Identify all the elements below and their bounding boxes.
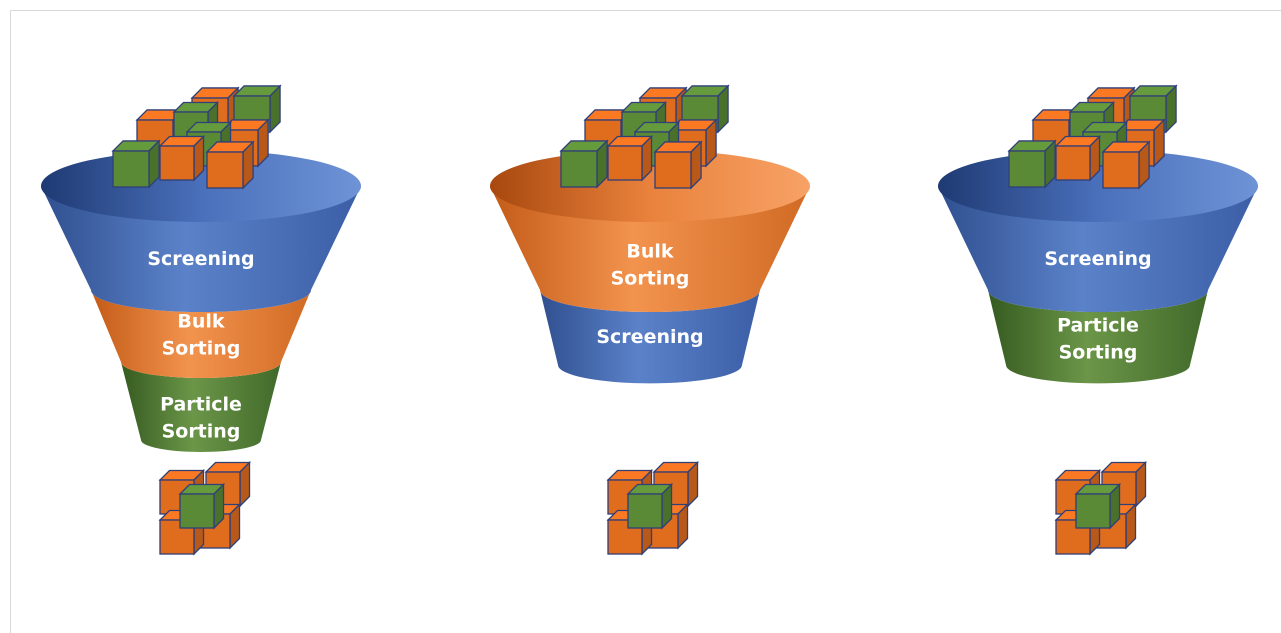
green-cube bbox=[559, 139, 609, 189]
orange-cube bbox=[653, 140, 703, 190]
cube-front-face bbox=[654, 151, 692, 189]
label-line: Bulk bbox=[626, 241, 674, 263]
orange-cube bbox=[1101, 140, 1151, 190]
cube-front-face bbox=[112, 150, 150, 188]
funnel-segment-label: Screening bbox=[147, 248, 254, 270]
label-line: Sorting bbox=[162, 421, 241, 443]
green-cube bbox=[111, 139, 161, 189]
green-cube bbox=[1007, 139, 1057, 189]
funnel-segment-screening: Screening bbox=[41, 186, 361, 312]
funnel-band bbox=[988, 290, 1208, 384]
green-cube bbox=[178, 482, 226, 530]
cube-front-face bbox=[1008, 150, 1046, 188]
funnel-band bbox=[121, 362, 281, 452]
orange-cube bbox=[606, 134, 654, 182]
orange-cube bbox=[158, 134, 206, 182]
orange-cube bbox=[205, 140, 255, 190]
funnel-segment-screening: Screening bbox=[540, 290, 760, 384]
cube-front-face bbox=[607, 145, 643, 181]
cube-front-face bbox=[1102, 151, 1140, 189]
cube-front-face bbox=[627, 493, 663, 529]
green-cube bbox=[1074, 482, 1122, 530]
funnel-band bbox=[938, 186, 1258, 312]
funnel-band bbox=[91, 290, 311, 378]
label-line: Sorting bbox=[162, 338, 241, 360]
label-line: Particle bbox=[160, 394, 242, 416]
label-line: Sorting bbox=[1059, 342, 1138, 364]
green-cube bbox=[626, 482, 674, 530]
funnel-segment-screening: Screening bbox=[938, 186, 1258, 312]
label-line: Sorting bbox=[611, 268, 690, 290]
label-line: Screening bbox=[596, 326, 703, 348]
label-line: Bulk bbox=[177, 311, 225, 333]
sorted-cubes-icon bbox=[1054, 460, 1148, 556]
label-line: Screening bbox=[147, 248, 254, 270]
funnel-band bbox=[41, 186, 361, 312]
funnel-band bbox=[490, 186, 810, 312]
mixed-cubes-icon bbox=[559, 84, 730, 190]
funnel-segment-label: Screening bbox=[1044, 248, 1151, 270]
sorted-cubes-icon bbox=[158, 460, 252, 556]
slide-frame bbox=[10, 10, 1281, 633]
green-cube bbox=[1128, 84, 1178, 134]
orange-cube bbox=[1054, 134, 1102, 182]
label-line: Particle bbox=[1057, 315, 1139, 337]
cube-front-face bbox=[1075, 493, 1111, 529]
label-line: Screening bbox=[1044, 248, 1151, 270]
cube-front-face bbox=[560, 150, 598, 188]
funnel-segment-label: Screening bbox=[596, 326, 703, 348]
cube-front-face bbox=[159, 145, 195, 181]
sorted-cubes-icon bbox=[606, 460, 700, 556]
cube-front-face bbox=[1055, 145, 1091, 181]
mixed-cubes-icon bbox=[111, 84, 282, 190]
cube-front-face bbox=[206, 151, 244, 189]
funnel-band bbox=[540, 290, 760, 384]
mixed-cubes-icon bbox=[1007, 84, 1178, 190]
cube-front-face bbox=[179, 493, 215, 529]
